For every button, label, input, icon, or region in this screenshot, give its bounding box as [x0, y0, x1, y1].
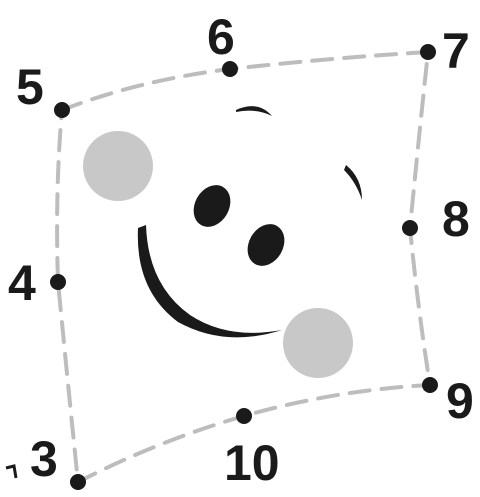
left-eye [186, 178, 237, 233]
number-7: 7 [442, 23, 470, 79]
dot-7 [420, 44, 436, 60]
number-5: 5 [16, 59, 44, 115]
right-cheek [283, 308, 353, 378]
dot-5 [54, 102, 70, 118]
number-10: 10 [224, 435, 280, 491]
dot-8 [402, 220, 418, 236]
dot-4 [50, 274, 66, 290]
number-4: 4 [8, 255, 36, 311]
point-6: 6 [207, 9, 238, 77]
smiley-face [83, 106, 362, 378]
number-8: 8 [442, 191, 470, 247]
number-6: 6 [207, 9, 235, 65]
dot-3 [70, 474, 86, 490]
right-brow-arc [344, 165, 362, 200]
top-brow-arc [236, 106, 272, 116]
point-9: 9 [422, 373, 474, 429]
number-9: 9 [446, 373, 474, 429]
point-5: 5 [16, 59, 70, 118]
dot-10 [236, 408, 252, 424]
left-cheek [83, 131, 153, 201]
dot-9 [422, 377, 438, 393]
partial-mark [6, 466, 16, 478]
right-eye [240, 217, 291, 272]
number-3: 3 [30, 431, 58, 487]
